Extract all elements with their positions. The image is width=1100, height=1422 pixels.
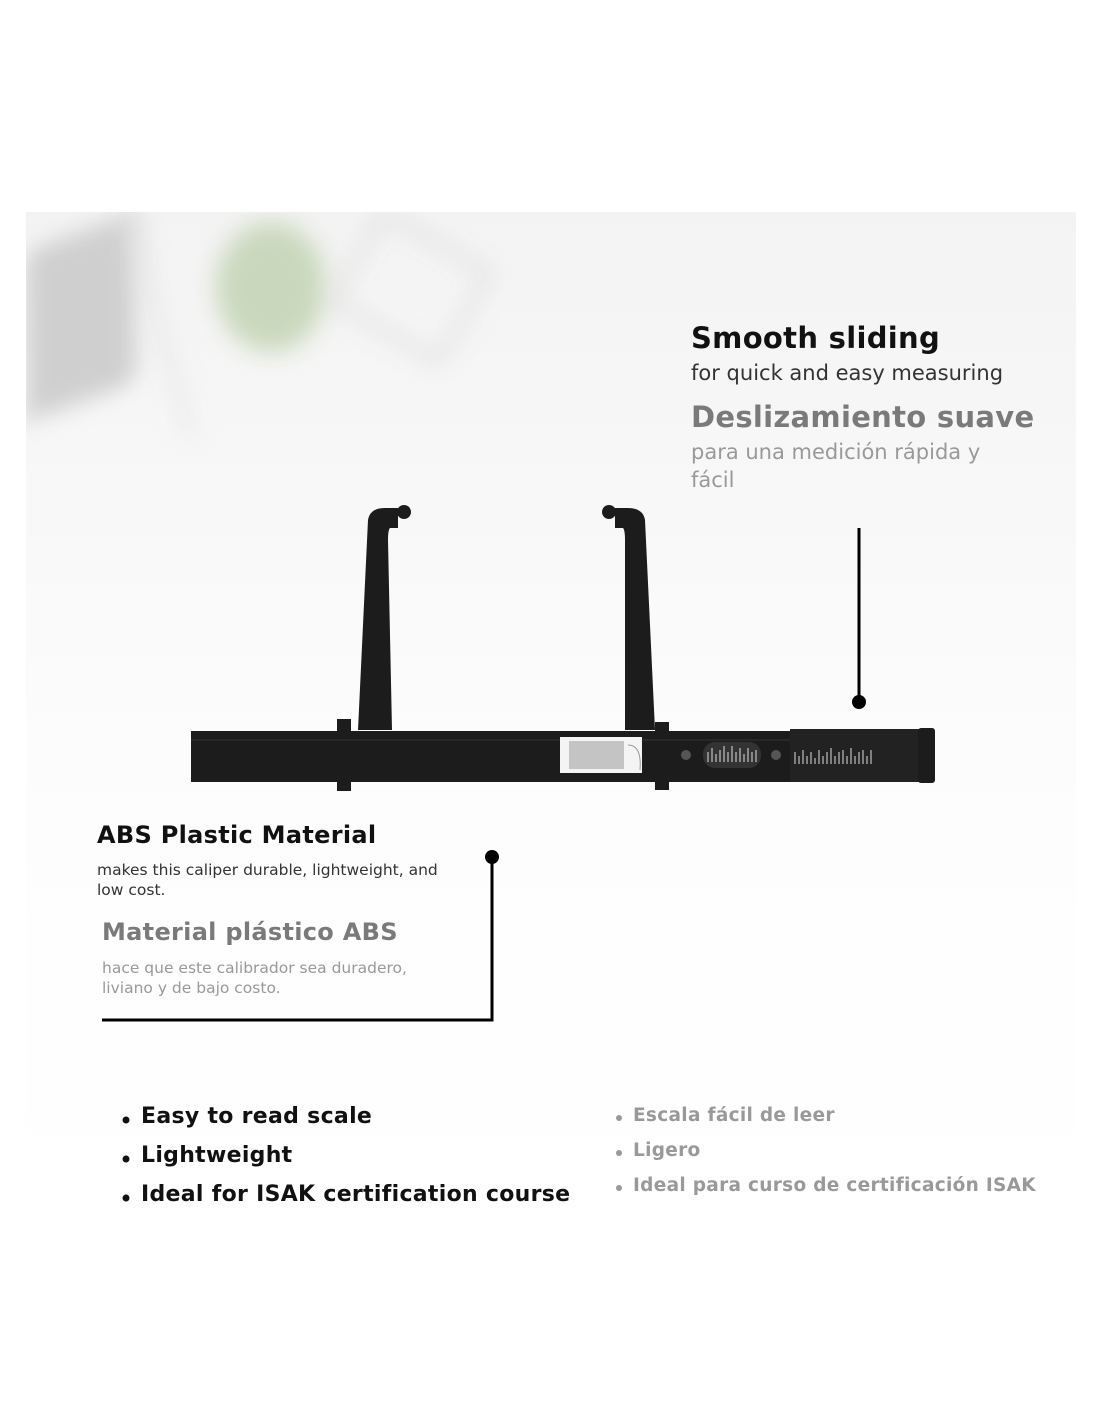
sliding-title-es: Deslizamiento suave [691, 400, 1035, 434]
screw [681, 750, 691, 760]
bullet-es: Ideal para curso de certificación ISAK [633, 1175, 1036, 1196]
material-desc-en-2: low cost. [97, 881, 166, 899]
material-desc-es-1: hace que este calibrador sea duradero, [102, 959, 407, 977]
sliding-title-en: Smooth sliding [691, 321, 941, 355]
fixed-arm [358, 508, 398, 730]
bullet-en: Ideal for ISAK certification course [141, 1182, 571, 1207]
material-desc-en-1: makes this caliper durable, lightweight,… [97, 861, 438, 879]
sliding-desc-es-2: fácil [691, 468, 735, 492]
fixed-arm-tip [397, 505, 411, 519]
bar-end-cap [918, 728, 935, 783]
sliding-arm [615, 508, 655, 730]
sliding-desc-es-1: para una medición rápida y [691, 440, 981, 464]
sliding-arm-tip [602, 505, 616, 519]
sliding-desc-en: for quick and easy measuring [691, 361, 1004, 385]
plant-blur [216, 222, 326, 352]
bar-end-scale [790, 729, 920, 782]
scale-ticks [707, 746, 872, 764]
bullet-en: Lightweight [141, 1143, 293, 1168]
background-photo [26, 212, 1076, 1212]
bullet-en: Easy to read scale [141, 1104, 373, 1129]
callout-line-material [102, 857, 494, 1022]
material-desc-es-2: liviano y de bajo costo. [102, 979, 281, 997]
material-title-en: ABS Plastic Material [97, 821, 377, 849]
slider-clamp [655, 722, 669, 790]
fixed-clamp [337, 719, 351, 791]
bullet-es: Escala fácil de leer [633, 1105, 835, 1126]
material-title-es: Material plástico ABS [102, 918, 398, 946]
main-bar [191, 731, 791, 782]
bullet-es: Ligero [633, 1140, 701, 1161]
callout-dot-sliding [852, 695, 866, 709]
